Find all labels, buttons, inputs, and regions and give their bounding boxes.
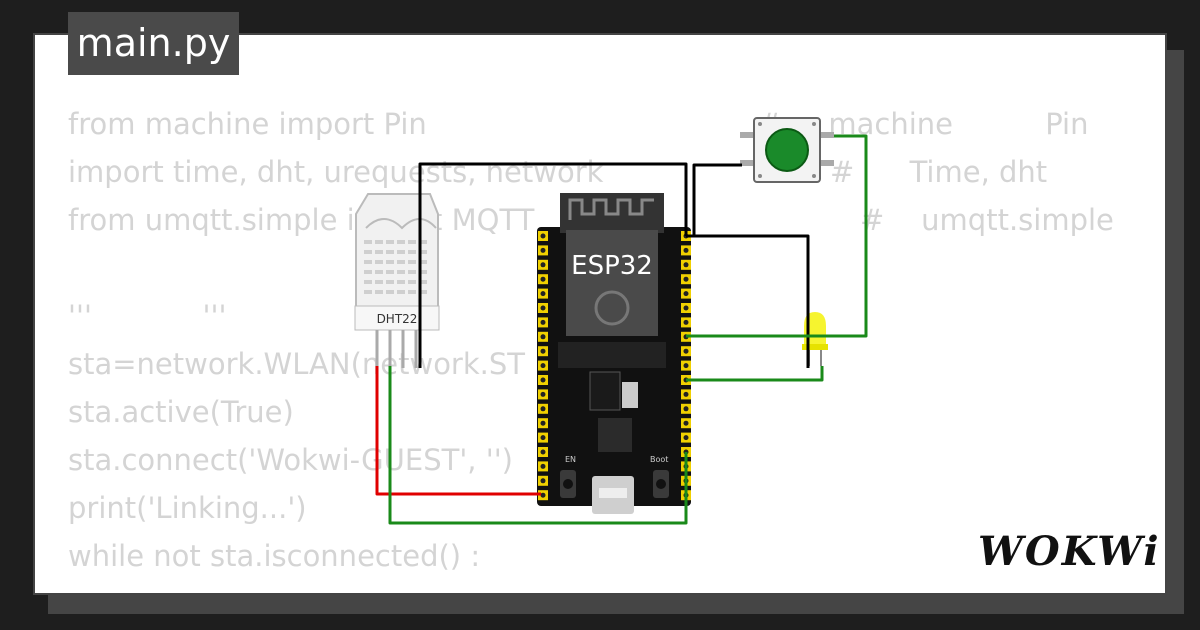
code-line: while not sta.isconnected() : bbox=[68, 539, 481, 573]
grille-slot bbox=[408, 270, 416, 274]
header-pin-hole bbox=[540, 276, 546, 282]
grille-slot bbox=[375, 260, 383, 264]
grille-slot bbox=[364, 290, 372, 294]
grille-slot bbox=[408, 280, 416, 284]
grille-slot bbox=[375, 280, 383, 284]
header-pin-hole bbox=[540, 478, 546, 484]
grille-slot bbox=[408, 240, 416, 244]
code-line: import time, dht, urequests, network bbox=[68, 155, 604, 189]
header-pin-hole bbox=[683, 406, 689, 412]
header-pin-hole bbox=[683, 291, 689, 297]
grille-slot bbox=[408, 260, 416, 264]
header-pin-hole bbox=[540, 348, 546, 354]
grille-slot bbox=[375, 240, 383, 244]
grille-slot bbox=[397, 270, 405, 274]
wire-black bbox=[692, 163, 742, 236]
grille-slot bbox=[419, 240, 427, 244]
grille-slot bbox=[408, 250, 416, 254]
header-pin-hole bbox=[540, 449, 546, 455]
wokwi-logo: WOKWi bbox=[978, 528, 1161, 575]
header-pin-hole bbox=[540, 435, 546, 441]
code-comment: # umqtt.simple bbox=[860, 203, 1114, 237]
header-pin-hole bbox=[683, 319, 689, 325]
grille-slot bbox=[386, 260, 394, 264]
grille-slot bbox=[397, 240, 405, 244]
grille-slot bbox=[364, 250, 372, 254]
dht22-sensor[interactable]: DHT22 bbox=[354, 193, 440, 368]
header-pin-hole bbox=[540, 463, 546, 469]
boot-label: Boot bbox=[650, 455, 668, 464]
grille-slot bbox=[364, 280, 372, 284]
file-tab[interactable]: main.py bbox=[68, 12, 239, 75]
yellow-led[interactable] bbox=[802, 312, 828, 366]
grille-slot bbox=[408, 290, 416, 294]
code-line: print('Linking...') bbox=[68, 491, 307, 525]
header-pin-hole bbox=[540, 377, 546, 383]
en-label: EN bbox=[565, 455, 576, 464]
header-pin-hole bbox=[683, 305, 689, 311]
sensor-label: DHT22 bbox=[377, 312, 418, 326]
wire-green bbox=[388, 366, 688, 525]
code-line: ''' ''' bbox=[68, 299, 227, 333]
header-pin-hole bbox=[683, 420, 689, 426]
header-pin-hole bbox=[683, 262, 689, 268]
header-pin-hole bbox=[540, 233, 546, 239]
header-pin-hole bbox=[540, 406, 546, 412]
grille-slot bbox=[397, 260, 405, 264]
grille-slot bbox=[397, 280, 405, 284]
code-comment: # Time, dht bbox=[830, 155, 1048, 189]
grille-slot bbox=[386, 250, 394, 254]
push-button[interactable] bbox=[740, 117, 834, 183]
header-pin-hole bbox=[683, 363, 689, 369]
grille-slot bbox=[419, 260, 427, 264]
header-pin-hole bbox=[540, 305, 546, 311]
grille-slot bbox=[397, 250, 405, 254]
grille-slot bbox=[419, 270, 427, 274]
code-line: sta=network.WLAN(network.ST bbox=[68, 347, 525, 381]
header-pin-hole bbox=[683, 348, 689, 354]
wire-red bbox=[375, 366, 541, 496]
grille-slot bbox=[375, 290, 383, 294]
wire-black bbox=[418, 162, 688, 368]
code-line: sta.active(True) bbox=[68, 395, 294, 429]
header-pin-hole bbox=[540, 334, 546, 340]
header-pin-hole bbox=[540, 420, 546, 426]
grille-slot bbox=[386, 280, 394, 284]
grille-slot bbox=[364, 240, 372, 244]
grille-slot bbox=[419, 280, 427, 284]
grille-slot bbox=[386, 290, 394, 294]
grille-slot bbox=[375, 250, 383, 254]
grille-slot bbox=[419, 250, 427, 254]
header-pin-hole bbox=[683, 435, 689, 441]
header-pin-hole bbox=[540, 247, 546, 253]
grille-slot bbox=[397, 290, 405, 294]
header-pin-hole bbox=[683, 276, 689, 282]
header-pin-hole bbox=[683, 247, 689, 253]
sensor-grille bbox=[364, 240, 427, 294]
grille-slot bbox=[386, 240, 394, 244]
code-line: sta.connect('Wokwi-GUEST', '') bbox=[68, 443, 513, 477]
grille-slot bbox=[364, 260, 372, 264]
espressif-logo-icon bbox=[594, 290, 630, 326]
header-pin-hole bbox=[540, 363, 546, 369]
wire-green bbox=[686, 134, 868, 338]
header-pin-hole bbox=[683, 391, 689, 397]
grille-slot bbox=[375, 270, 383, 274]
esp32-board[interactable]: ESP32 EN Boot bbox=[537, 193, 691, 514]
header-pin-hole bbox=[540, 492, 546, 498]
wire-green bbox=[686, 366, 824, 382]
header-pin-hole bbox=[540, 319, 546, 325]
grille-slot bbox=[386, 270, 394, 274]
header-pin-hole bbox=[540, 391, 546, 397]
grille-slot bbox=[419, 290, 427, 294]
header-pin-hole bbox=[540, 262, 546, 268]
pin-header-left bbox=[538, 231, 548, 501]
board-label: ESP32 bbox=[571, 251, 653, 281]
wire-black bbox=[686, 234, 810, 368]
grille-slot bbox=[364, 270, 372, 274]
code-line: from machine import Pin bbox=[68, 107, 427, 141]
header-pin-hole bbox=[540, 291, 546, 297]
